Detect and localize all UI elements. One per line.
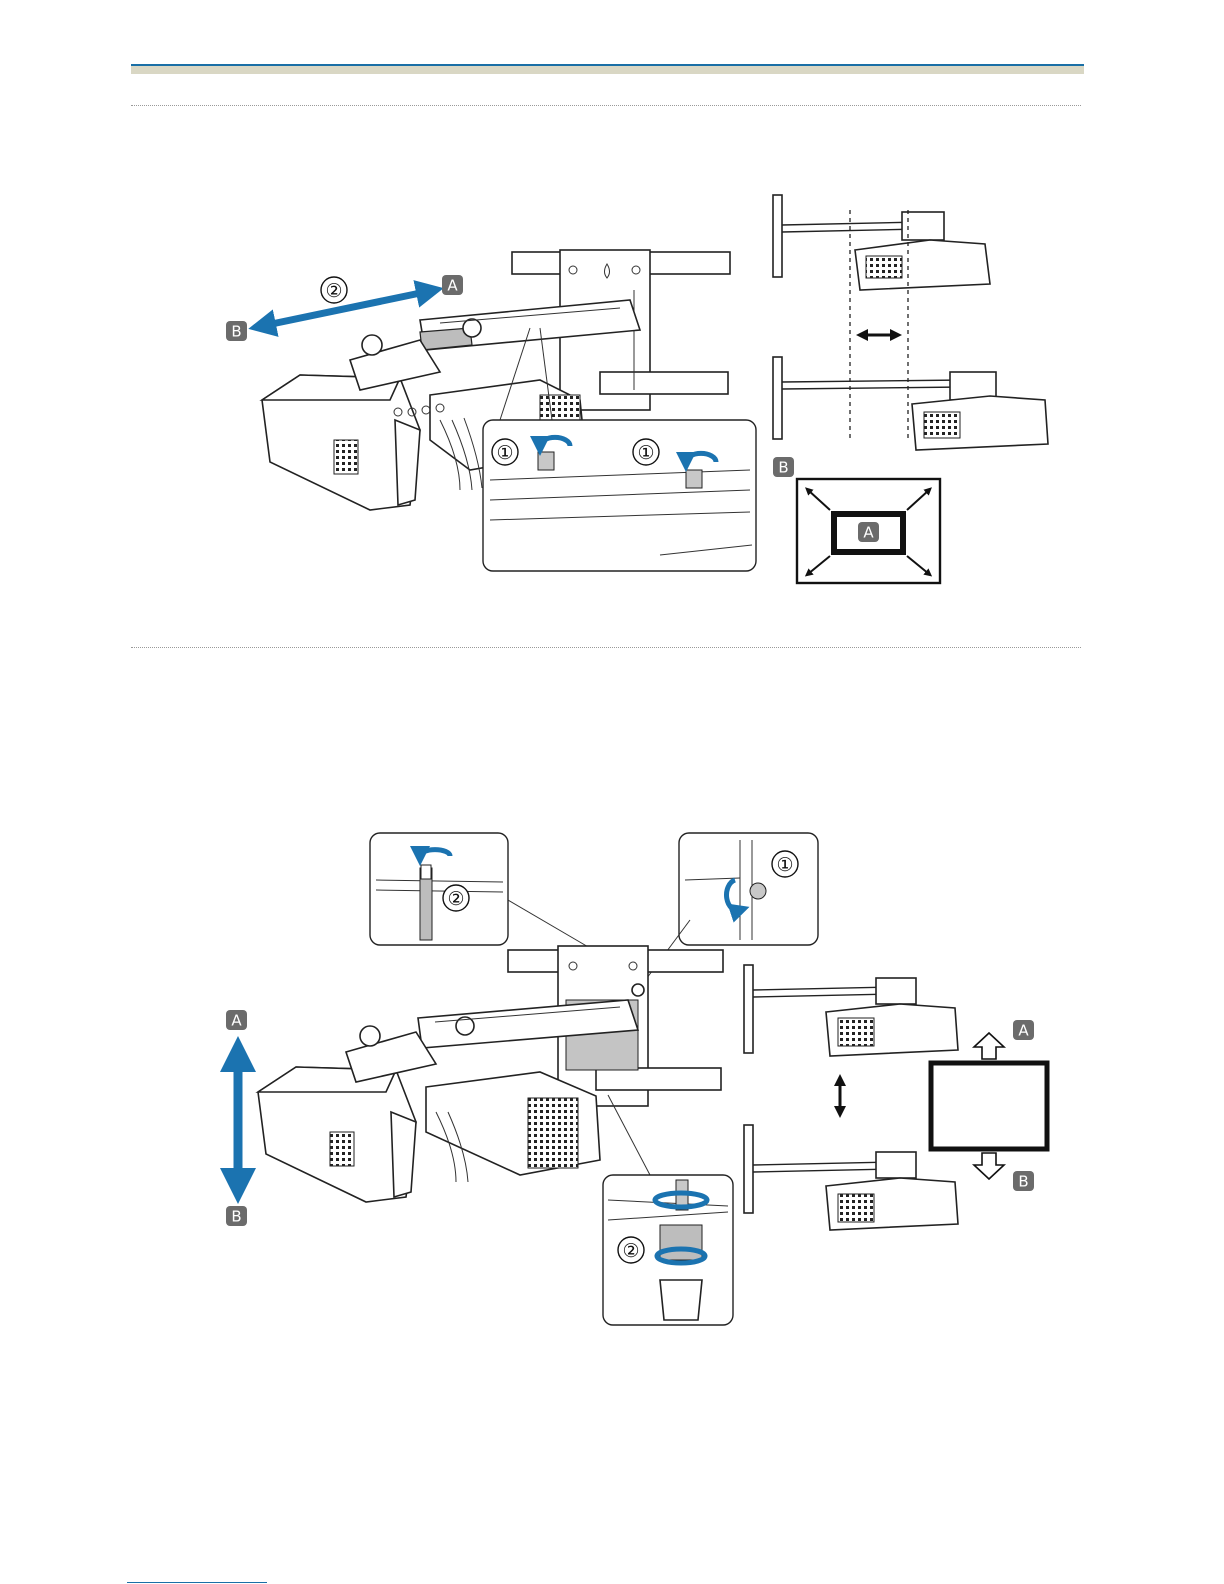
label-b-badge: B bbox=[231, 323, 241, 341]
inset-step-1-top-right: ① bbox=[776, 854, 793, 876]
label-a-badge: A bbox=[447, 277, 458, 295]
screen-label-a-badge: A bbox=[863, 524, 874, 542]
inset-step-2-bottom: ② bbox=[622, 1240, 639, 1262]
top-figure-projector-mount: ② A B ① ① bbox=[226, 195, 1048, 583]
label-b-badge-bottom: B bbox=[231, 1208, 241, 1226]
screen-position-diagram bbox=[931, 1033, 1047, 1179]
side-view-forward-back bbox=[773, 195, 1048, 450]
inset-side-bolt: ① bbox=[679, 833, 818, 945]
side-view-up-down bbox=[744, 965, 958, 1230]
inset-height-lock: ② bbox=[370, 833, 508, 945]
bottom-figure-projector-mount: ② ① bbox=[226, 833, 1047, 1325]
inset-screw-loosen: ① ① bbox=[483, 420, 756, 571]
inset-step-1-right: ① bbox=[637, 442, 654, 464]
inset-adjust-nut: ② bbox=[603, 1175, 733, 1325]
inset-step-2-top-left: ② bbox=[447, 888, 464, 910]
projector-body-bottom bbox=[258, 1026, 600, 1202]
inset-step-1-left: ① bbox=[496, 442, 513, 464]
side-label-a-badge: A bbox=[1018, 1022, 1029, 1040]
side-label-b-badge-bottom: B bbox=[1018, 1173, 1028, 1191]
side-label-b-badge: B bbox=[778, 459, 788, 477]
step-2-marker: ② bbox=[325, 280, 342, 302]
label-a-badge-bottom: A bbox=[231, 1012, 242, 1030]
